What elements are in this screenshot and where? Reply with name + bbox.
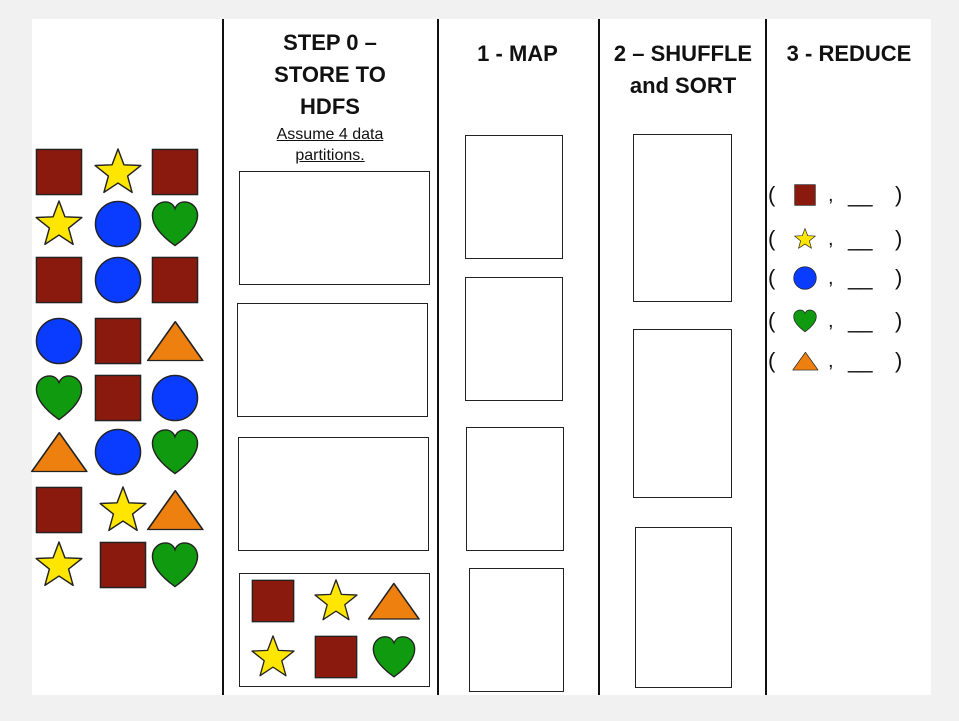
heart-icon (35, 374, 83, 422)
triangle-icon (30, 430, 89, 474)
close-paren: ) (895, 182, 903, 207)
square-icon (94, 374, 142, 422)
triangle-icon (367, 581, 421, 621)
star-icon (251, 635, 295, 679)
heart-icon (372, 635, 416, 679)
triangle-icon (146, 319, 205, 363)
shuffle-header: 2 – SHUFFLE and SORT (600, 38, 766, 102)
triangle-icon (146, 488, 205, 532)
count-blank: __ (848, 265, 873, 290)
count-blank: __ (848, 226, 873, 251)
reduce-header: 3 - REDUCE (786, 41, 912, 66)
open-paren: ( (768, 348, 776, 373)
map-header: 1 - MAP (477, 41, 558, 66)
heart-icon (151, 200, 199, 248)
open-paren: ( (768, 226, 776, 251)
shuffle-header-line1: 2 – SHUFFLE (613, 41, 753, 66)
square-icon (35, 148, 83, 196)
heart-icon (151, 541, 199, 589)
count-blank: __ (848, 182, 873, 207)
square-icon (35, 256, 83, 304)
square-icon (94, 317, 142, 365)
comma: , (828, 267, 834, 289)
divider-map-shuffle (598, 19, 600, 695)
close-paren: ) (895, 348, 903, 373)
close-paren: ) (895, 308, 903, 333)
star-icon (99, 486, 147, 534)
triangle-icon (791, 351, 819, 371)
map-box (465, 277, 563, 401)
shuffle-box (633, 329, 732, 498)
circle-icon (793, 266, 817, 290)
circle-icon (35, 317, 83, 365)
comma: , (828, 184, 834, 206)
comma: , (828, 350, 834, 372)
shuffle-box (635, 527, 732, 688)
reduce-row: (, __) (768, 306, 918, 336)
star-icon (35, 200, 83, 248)
step0-header: STEP 0 – STORE TO HDFS (230, 27, 430, 123)
count-blank: __ (848, 308, 873, 333)
close-paren: ) (895, 226, 903, 251)
star-icon (794, 228, 816, 250)
heart-icon (793, 309, 817, 333)
step0-note-line1: Assume 4 data (276, 126, 384, 143)
step0-note-line2: partitions. (295, 147, 365, 164)
star-icon (314, 579, 358, 623)
star-icon (94, 148, 142, 196)
square-icon (151, 148, 199, 196)
divider-shuffle-reduce (765, 19, 767, 695)
reduce-row: (, __) (768, 346, 918, 376)
count-blank: __ (848, 348, 873, 373)
circle-icon (94, 200, 142, 248)
square-icon (99, 541, 147, 589)
map-box (466, 427, 564, 551)
square-icon (251, 579, 295, 623)
star-icon (35, 541, 83, 589)
square-icon (151, 256, 199, 304)
shuffle-box (633, 134, 732, 302)
reduce-row: (, __) (768, 180, 918, 210)
step0-note: Assume 4 data partitions. (230, 124, 430, 166)
reduce-row: (, __) (768, 224, 918, 254)
hdfs-partition-box (237, 303, 428, 417)
circle-icon (151, 374, 199, 422)
map-box (469, 568, 564, 692)
open-paren: ( (768, 265, 776, 290)
circle-icon (94, 428, 142, 476)
circle-icon (94, 256, 142, 304)
comma: , (828, 228, 834, 250)
shuffle-header-line2: and SORT (629, 73, 737, 98)
step0-header-line2: STORE TO (274, 62, 386, 87)
step0-header-line1: STEP 0 – (283, 30, 377, 55)
divider-step0-map (437, 19, 439, 695)
square-icon (794, 184, 816, 206)
square-icon (314, 635, 358, 679)
comma: , (828, 310, 834, 332)
step0-header-line3: HDFS (300, 94, 360, 119)
reduce-row: (, __) (768, 263, 918, 293)
square-icon (35, 486, 83, 534)
heart-icon (151, 428, 199, 476)
open-paren: ( (768, 308, 776, 333)
hdfs-partition-box (239, 171, 430, 285)
map-box (465, 135, 563, 259)
divider-input-step0 (222, 19, 224, 695)
open-paren: ( (768, 182, 776, 207)
hdfs-partition-box (238, 437, 429, 551)
close-paren: ) (895, 265, 903, 290)
